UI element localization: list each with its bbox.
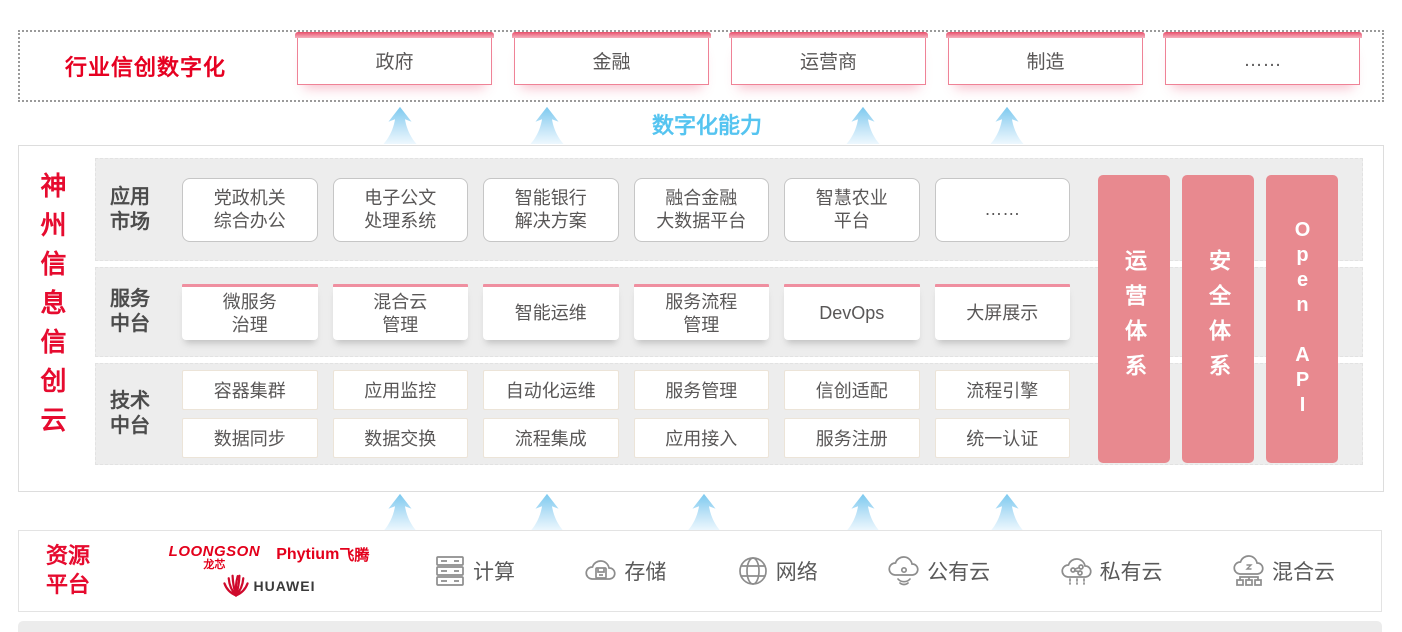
pillar-security-system: 安全体系 [1182, 175, 1254, 463]
industry-strip: 行业信创数字化 政府 金融 运营商 制造 …… [18, 30, 1384, 102]
resource-platform-title: 资源 平台 [46, 543, 91, 597]
loongson-logo: LOONGSON 龙芯 [168, 543, 261, 571]
tech-box-service-registry: 服务注册 [784, 418, 920, 458]
tech-box-app-monitor: 应用监控 [332, 370, 468, 410]
row-label-tech: 技术 中台 [110, 390, 150, 437]
tech-box-flow-engine: 流程引擎 [934, 370, 1070, 410]
resource-storage: 存储 [583, 553, 666, 589]
resource-public-cloud: 公有云 [886, 553, 990, 589]
row-app-market: 应用 市场 党政机关综合办公 电子公文处理系统 智能银行解决方案 融合金融大数据… [95, 158, 1363, 261]
resource-items: 计算 存储 网络 [414, 553, 1381, 589]
up-arrow-icon [990, 493, 1024, 531]
svc-box-microservice: 微服务治理 [182, 284, 318, 340]
bottom-shadow-bar [18, 621, 1382, 632]
pillar-operation-system: 运营体系 [1098, 175, 1170, 463]
tech-box-flow-integration: 流程集成 [483, 418, 619, 458]
cloud-storage-icon [585, 560, 616, 580]
up-arrow-icon [383, 106, 417, 144]
app-box-finance-bigdata: 融合金融大数据平台 [633, 177, 769, 242]
globe-icon [738, 557, 767, 585]
row-label-app-market: 应用 市场 [110, 185, 150, 233]
app-box-gov-office: 党政机关综合办公 [182, 177, 318, 242]
phytium-logo: Phytium 飞腾 [276, 546, 370, 564]
sector-finance: 金融 [512, 32, 711, 85]
svc-box-service-flow: 服务流程管理 [633, 284, 769, 340]
public-cloud-icon [888, 556, 919, 586]
svc-box-hybrid-cloud-mgmt: 混合云管理 [332, 284, 468, 340]
platform-title: 神州信息信创云 [37, 172, 67, 445]
app-box-more: …… [934, 177, 1070, 242]
private-cloud-icon [1060, 558, 1092, 585]
tech-box-service-mgmt: 服务管理 [633, 370, 769, 410]
svc-box-big-screen: 大屏展示 [934, 284, 1070, 340]
tech-box-data-exchange: 数据交换 [332, 418, 468, 458]
resource-network: 网络 [735, 553, 818, 589]
tech-box-auto-ops: 自动化运维 [483, 370, 619, 410]
up-arrow-icon [846, 493, 880, 531]
tech-box-data-sync: 数据同步 [182, 418, 318, 458]
up-arrow-icon [530, 106, 564, 144]
resource-compute: 计算 [432, 553, 515, 589]
svc-box-devops: DevOps [784, 284, 920, 340]
up-arrow-icon [383, 493, 417, 531]
sector-row: 政府 金融 运营商 制造 …… [295, 32, 1362, 85]
industry-strip-title: 行业信创数字化 [65, 55, 227, 80]
app-box-smart-agri: 智慧农业平台 [784, 177, 920, 242]
row-service-platform: 服务 中台 微服务治理 混合云管理 智能运维 服务流程管理 DevOps 大屏展… [95, 267, 1363, 357]
tech-box-container-cluster: 容器集群 [182, 370, 318, 410]
svc-box-aiops: 智能运维 [483, 284, 619, 340]
up-arrow-icon [530, 493, 564, 531]
up-arrow-icon [990, 106, 1024, 144]
app-box-edoc: 电子公文处理系统 [332, 177, 468, 242]
sector-manufacturing: 制造 [946, 32, 1145, 85]
row-tech-platform: 技术 中台 容器集群 数据同步 应用监控 数据交换 自动化运维 流程集成 服务管… [95, 363, 1363, 465]
resource-hybrid-cloud: 混合云 [1231, 553, 1335, 589]
server-icon [436, 556, 464, 586]
resource-private-cloud: 私有云 [1059, 553, 1163, 589]
hybrid-cloud-icon [1233, 555, 1264, 586]
vendor-logos: LOONGSON 龙芯 Phytium 飞腾 HUAWEI [124, 544, 414, 598]
tech-box-app-access: 应用接入 [633, 418, 769, 458]
sector-operator: 运营商 [729, 32, 928, 85]
sector-more: …… [1163, 32, 1362, 85]
row-label-service: 服务 中台 [110, 288, 150, 335]
huawei-petals-icon [222, 574, 249, 597]
pillar-open-api: Open API [1266, 175, 1338, 463]
huawei-logo: HUAWEI [222, 574, 316, 598]
sector-government: 政府 [295, 32, 494, 85]
tech-box-xinchuang-adapt: 信创适配 [784, 370, 920, 410]
up-arrow-icon [846, 106, 880, 144]
capability-label: 数字化能力 [651, 113, 762, 138]
resource-platform-strip: 资源 平台 LOONGSON 龙芯 Phytium 飞腾 [18, 530, 1382, 612]
up-arrow-icon [687, 493, 721, 531]
app-box-smart-bank: 智能银行解决方案 [483, 177, 619, 242]
tech-box-unified-auth: 统一认证 [934, 418, 1070, 458]
